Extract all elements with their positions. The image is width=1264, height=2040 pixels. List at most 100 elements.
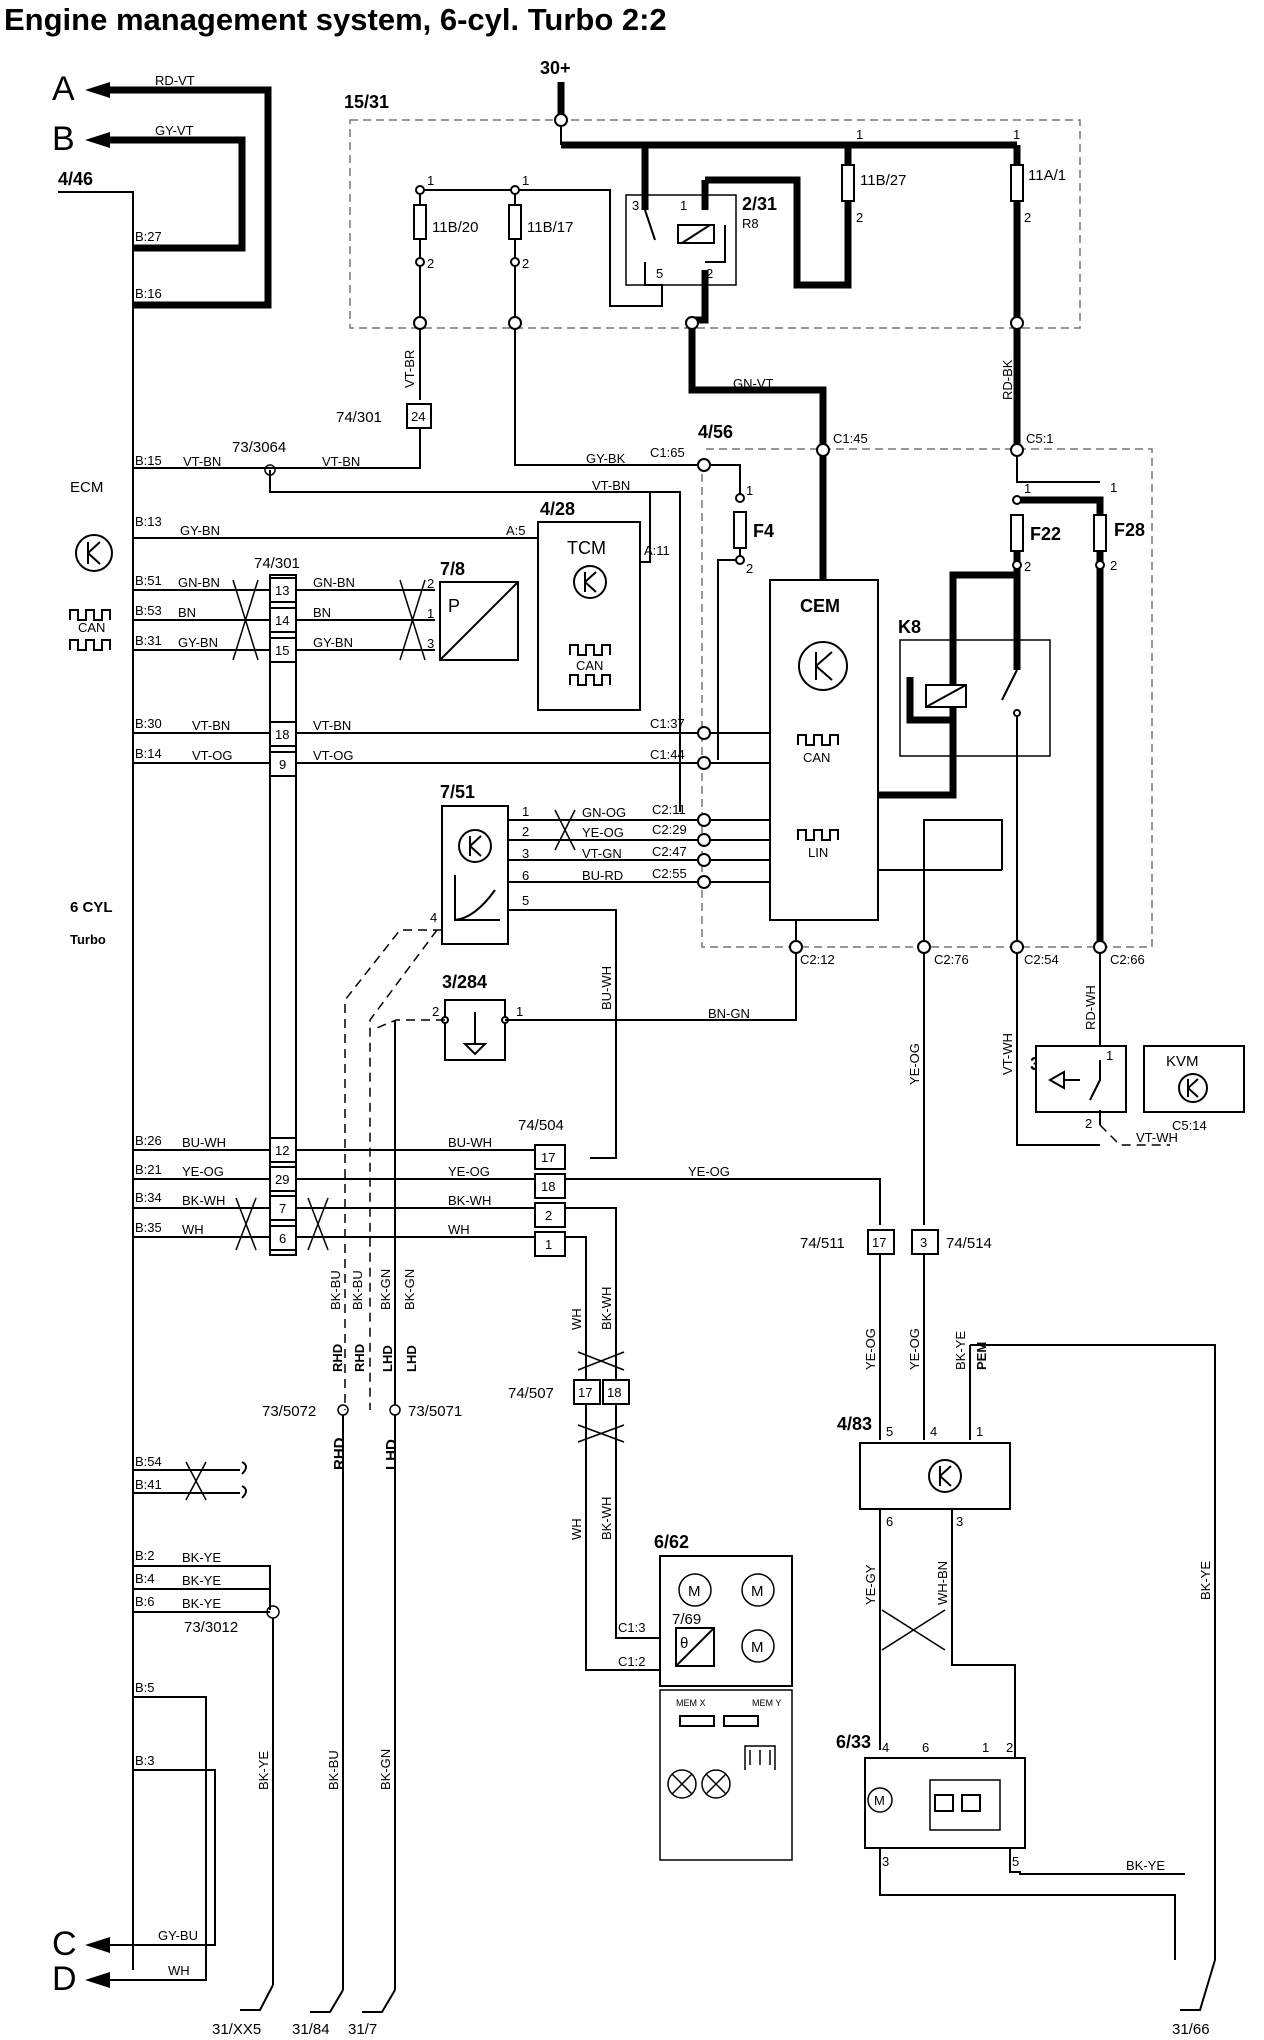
svg-text:3: 3 (956, 1514, 963, 1529)
svg-text:B:6: B:6 (135, 1594, 155, 1609)
svg-text:18: 18 (607, 1385, 621, 1400)
connector-b: B GY-VT (52, 120, 246, 252)
wire-label: YE-OG (907, 1328, 922, 1370)
svg-text:2: 2 (522, 824, 529, 839)
svg-text:R8: R8 (742, 216, 759, 231)
wire-label: YE-OG (907, 1043, 922, 1085)
svg-text:2: 2 (545, 1208, 552, 1223)
connector-74-507: 74/507 17 18 (508, 1379, 630, 1405)
svg-text:2: 2 (1110, 558, 1117, 573)
pin-label: C1:65 (650, 445, 685, 460)
svg-text:2/31: 2/31 (742, 194, 777, 214)
svg-text:MEM Y: MEM Y (752, 1698, 781, 1708)
svg-text:Turbo: Turbo (70, 932, 106, 947)
wire-bk-ye-633 (1009, 1848, 1185, 1875)
svg-text:2: 2 (432, 1004, 439, 1019)
svg-text:4/83: 4/83 (837, 1414, 872, 1434)
wire-gy-bk (514, 329, 704, 466)
lhd-label: LHD (380, 1345, 395, 1372)
lhd-label: LHD (383, 1439, 400, 1470)
pin-label: 1 (1013, 127, 1020, 142)
svg-text:11A/1: 11A/1 (1028, 167, 1066, 184)
svg-text:11B/20: 11B/20 (432, 219, 478, 236)
wire-wh-bn (951, 1509, 1016, 1760)
svg-text:B:16: B:16 (135, 286, 162, 301)
svg-text:B:35: B:35 (135, 1220, 162, 1235)
node (917, 940, 931, 954)
svg-text:1: 1 (1106, 1048, 1113, 1063)
svg-text:2: 2 (1006, 1740, 1013, 1755)
pem-label: PEM (974, 1342, 989, 1370)
node (697, 756, 711, 770)
svg-text:6/33: 6/33 (836, 1732, 871, 1752)
ecm-module: 4/46 ECM CAN 6 CYL Turbo (58, 169, 134, 1970)
svg-text:GN-BN: GN-BN (178, 575, 220, 590)
svg-text:RD-VT: RD-VT (155, 73, 195, 88)
node (1010, 443, 1024, 457)
pin-label: 1 (856, 127, 863, 142)
svg-text:3: 3 (920, 1235, 927, 1250)
svg-text:5: 5 (656, 266, 663, 281)
rhd-label: RHD (330, 1344, 345, 1372)
svg-text:M: M (874, 1793, 885, 1808)
c51-branch (1016, 456, 1100, 483)
svg-text:17: 17 (541, 1150, 555, 1165)
tcm-module: 4/28 TCM CAN (537, 499, 641, 711)
svg-text:YE-OG: YE-OG (582, 825, 624, 840)
node (816, 443, 830, 457)
svg-text:B:34: B:34 (135, 1190, 162, 1205)
wire-bu-wh (508, 909, 617, 1159)
svg-text:CAN: CAN (803, 750, 830, 765)
svg-text:C2:29: C2:29 (652, 822, 687, 837)
svg-text:M: M (751, 1583, 764, 1600)
fuse-f28: F28 1 2 (1093, 480, 1145, 947)
fuse-11a-1: 11A/1 2 (1010, 145, 1066, 320)
svg-text:18: 18 (541, 1179, 555, 1194)
svg-text:2: 2 (427, 256, 434, 271)
svg-text:CAN: CAN (576, 658, 603, 673)
svg-text:1: 1 (522, 173, 529, 188)
svg-text:6/62: 6/62 (654, 1532, 689, 1552)
wire-label: GY-BK (586, 451, 626, 466)
svg-text:K8: K8 (898, 617, 921, 637)
c74301-pin24 (406, 403, 432, 429)
svg-text:5: 5 (886, 1424, 893, 1439)
svg-text:1: 1 (982, 1740, 989, 1755)
wire-label: VT-BN (592, 478, 630, 493)
wire-label: RD-BK (1000, 359, 1015, 400)
svg-text:GY-VT: GY-VT (155, 123, 194, 138)
relay-2-31: 2/31 R8 3 1 5 2 (561, 145, 777, 360)
rhd-label: RHD (331, 1437, 348, 1470)
wire-label: WH (569, 1518, 584, 1540)
svg-text:3: 3 (522, 846, 529, 861)
wire-label: BK-BU (328, 1270, 343, 1310)
wire-label: VT-OG (313, 748, 353, 763)
pin-label: C5:1 (1026, 431, 1053, 446)
wire-label: BK-YE (182, 1596, 221, 1611)
svg-text:2: 2 (856, 210, 863, 225)
wire-vt-bn-splice (269, 470, 681, 812)
wire-label: YE-OG (688, 1164, 730, 1179)
wire-label: BK-YE (182, 1573, 221, 1588)
svg-text:P: P (448, 596, 460, 616)
svg-text:2: 2 (1024, 559, 1031, 574)
wire-bk-ye-right (970, 1344, 1216, 1960)
svg-text:7/8: 7/8 (440, 559, 465, 579)
fusebox-15-31-frame (349, 119, 1081, 329)
node (697, 458, 711, 472)
svg-text:1: 1 (746, 483, 753, 498)
svg-text:3/284: 3/284 (442, 972, 487, 992)
module-6-62: 6/62 M M M θ 7/69 MEM X MEM Y (654, 1532, 793, 1861)
svg-text:2: 2 (706, 266, 713, 281)
svg-text:4/46: 4/46 (58, 169, 93, 189)
cem-module: CEM CAN LIN (769, 579, 879, 921)
svg-text:74/504: 74/504 (518, 1117, 564, 1134)
svg-text:12: 12 (275, 1143, 289, 1158)
svg-text:GY-BN: GY-BN (178, 635, 218, 650)
svg-text:1: 1 (427, 606, 434, 621)
svg-text:C: C (52, 1925, 77, 1963)
svg-text:F28: F28 (1114, 520, 1145, 540)
cem-c276 (878, 819, 1003, 941)
wires-pressure-sensor: GN-BN BN GY-BN GN-BN BN GY-BN 2 1 3 (133, 575, 435, 661)
wire-to-f4 (710, 464, 741, 500)
